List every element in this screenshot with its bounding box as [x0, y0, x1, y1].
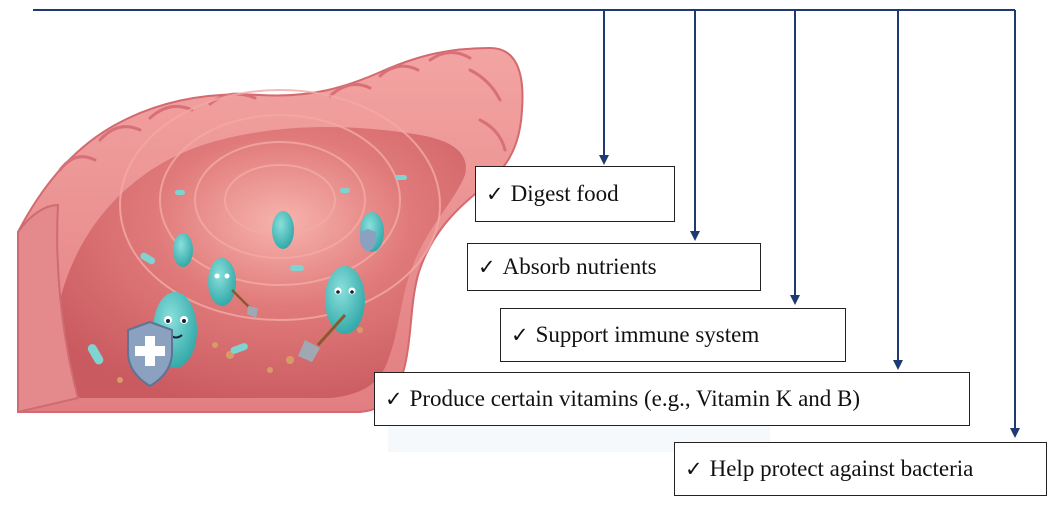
shovel-icon: [231, 289, 258, 318]
benefit-text: Help protect against bacteria: [709, 456, 974, 481]
microbe-icon: [208, 258, 236, 306]
small-microbes: [87, 175, 407, 365]
microbe-icon: [360, 212, 384, 252]
check-icon: ✓: [685, 457, 703, 481]
benefit-text: Produce certain vitamins (e.g., Vitamin …: [409, 386, 861, 411]
shield-icon: [127, 320, 173, 388]
arrowhead-icon: [690, 231, 700, 241]
check-icon: ✓: [385, 387, 403, 411]
benefit-box-absorb: ✓ Absorb nutrients: [467, 243, 761, 291]
benefit-text: Support immune system: [535, 322, 760, 347]
microbe-icon: [173, 233, 193, 267]
benefit-box-vitamins: ✓ Produce certain vitamins (e.g., Vitami…: [374, 372, 970, 426]
connector-lines: [33, 9, 1020, 438]
benefit-box-protect: ✓ Help protect against bacteria: [674, 442, 1047, 496]
arrowhead-icon: [1010, 428, 1020, 438]
benefit-text: Digest food: [510, 181, 619, 206]
shovel-icon: [298, 313, 347, 362]
check-icon: ✓: [486, 182, 504, 206]
check-icon: ✓: [478, 255, 496, 279]
intestine-illustration: [17, 46, 770, 452]
arrowhead-icon: [790, 295, 800, 305]
benefit-box-digest: ✓ Digest food: [475, 166, 675, 222]
microbe-icon: [272, 211, 294, 249]
arrowhead-icon: [893, 360, 903, 370]
tissue-rim: [17, 203, 80, 414]
arrowhead-icon: [599, 155, 609, 165]
check-icon: ✓: [511, 323, 529, 347]
benefit-text: Absorb nutrients: [502, 254, 657, 279]
microbe-icon: [325, 266, 365, 334]
benefit-box-immune: ✓ Support immune system: [500, 308, 846, 362]
